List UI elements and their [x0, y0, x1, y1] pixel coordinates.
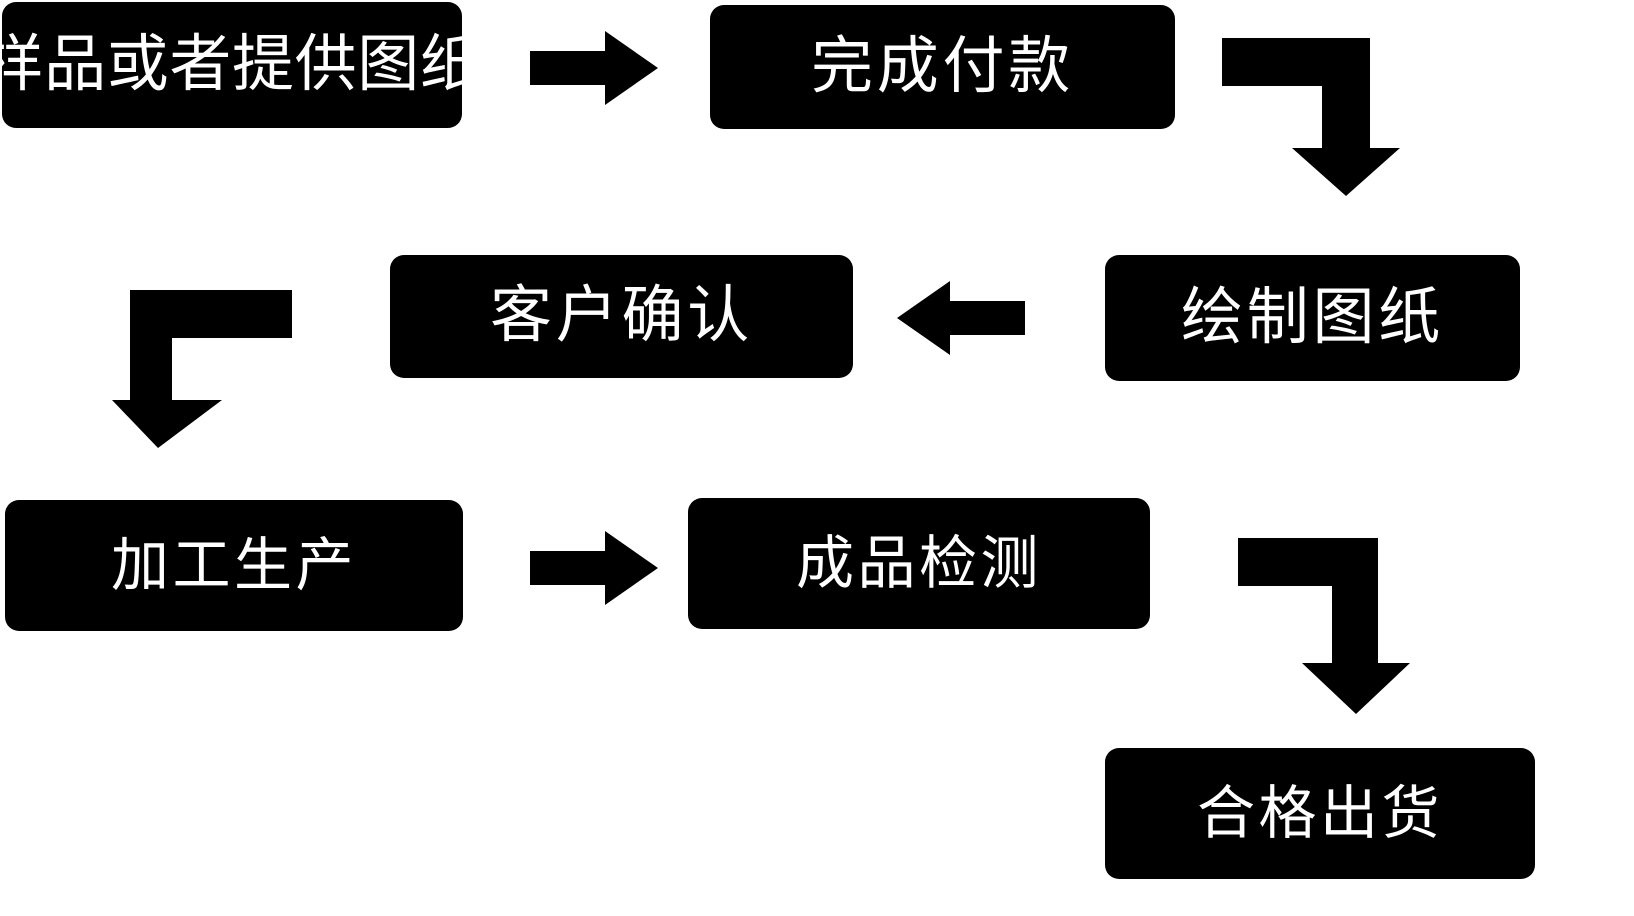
- flow-node-shipping[interactable]: 合格出货: [1105, 748, 1535, 879]
- arrow-elbow-left-down-icon: [112, 290, 292, 448]
- arrow-left-icon: [897, 281, 1025, 355]
- arrow-elbow-right-down-icon: [1222, 38, 1400, 196]
- flow-node-label: 加工生产: [111, 532, 357, 598]
- flow-node-confirm[interactable]: 客户确认: [390, 255, 853, 378]
- flow-node-label: 成品检测: [796, 530, 1042, 596]
- arrow-right-icon: [530, 531, 658, 605]
- flow-node-label: 样品或者提供图纸: [0, 29, 483, 99]
- flow-node-payment[interactable]: 完成付款: [710, 5, 1175, 129]
- flow-node-inspection[interactable]: 成品检测: [688, 498, 1150, 629]
- flow-node-label: 合格出货: [1197, 780, 1443, 846]
- flow-node-label: 客户确认: [490, 281, 753, 351]
- flow-node-production[interactable]: 加工生产: [5, 500, 463, 631]
- flow-node-drawing[interactable]: 绘制图纸: [1105, 255, 1520, 381]
- flow-node-label: 完成付款: [811, 31, 1074, 101]
- arrow-elbow-right-down-icon: [1238, 538, 1410, 714]
- flow-node-label: 绘制图纸: [1181, 282, 1444, 352]
- arrow-right-icon: [530, 31, 658, 105]
- flow-node-sample[interactable]: 样品或者提供图纸: [0, 2, 482, 128]
